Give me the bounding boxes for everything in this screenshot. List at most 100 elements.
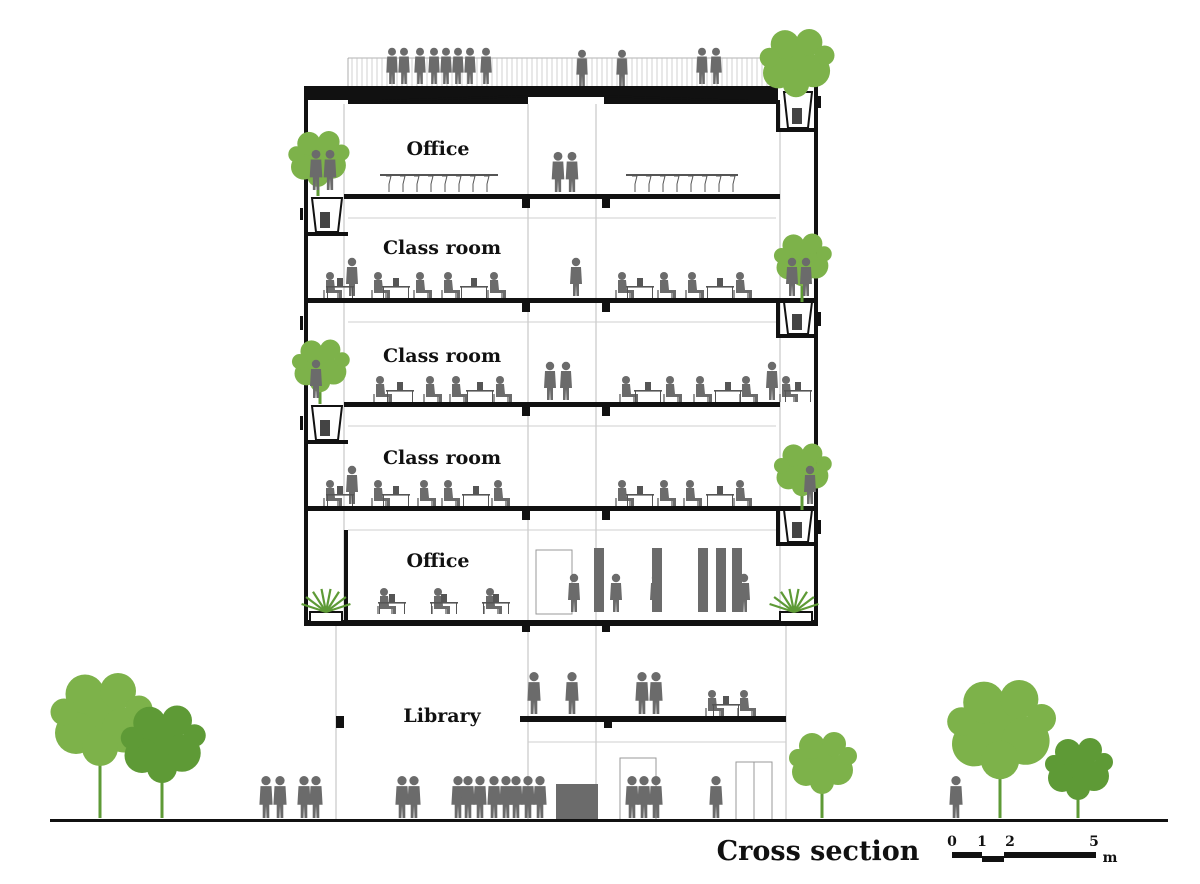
person-silhouette	[625, 775, 639, 818]
scale-tick-0: 0	[947, 834, 957, 850]
floor-slabs	[304, 100, 818, 728]
floor-label-library: Library	[403, 705, 481, 727]
trees	[50, 29, 1113, 818]
person-silhouette	[473, 775, 487, 818]
floor-label-office-1: Office	[406, 550, 469, 572]
seated-person	[371, 479, 391, 507]
tree-canopy	[773, 443, 832, 497]
person-silhouette	[610, 573, 622, 612]
ground-line	[50, 819, 1168, 822]
person-silhouette	[527, 671, 541, 714]
floor-label-classroom-3: Class room	[383, 345, 501, 367]
palm-frond	[773, 596, 795, 613]
floor-label-classroom-4: Class room	[383, 237, 501, 259]
floor-label-roof-office: Office	[406, 138, 469, 160]
palm-frond	[305, 596, 327, 613]
desk	[466, 382, 494, 402]
person-silhouette	[565, 671, 579, 714]
diagram-title: Cross section	[717, 836, 920, 867]
tree-canopy	[1045, 738, 1113, 800]
desk	[460, 278, 488, 298]
desk	[634, 382, 662, 402]
seated-person	[449, 375, 469, 403]
scale-unit: m	[1103, 850, 1118, 866]
seated-person	[423, 375, 443, 403]
seated-person	[657, 271, 677, 299]
person-silhouette	[635, 671, 649, 714]
person-silhouette	[509, 775, 523, 818]
person-silhouette	[414, 47, 426, 84]
seated-person	[615, 271, 635, 299]
person-silhouette	[565, 151, 579, 192]
person-silhouette	[544, 361, 556, 400]
tree-trunk	[800, 486, 804, 510]
desk	[714, 382, 742, 402]
palm-frond	[325, 591, 340, 613]
desk	[706, 278, 734, 298]
person-silhouette	[649, 671, 663, 714]
person-silhouette	[259, 775, 273, 818]
seated-person	[441, 271, 461, 299]
person-silhouette	[533, 775, 547, 818]
palm-frond	[792, 588, 800, 613]
person-silhouette	[464, 47, 476, 84]
palm-frond	[312, 591, 327, 613]
reception-desk	[556, 784, 598, 820]
palm-frond	[793, 602, 819, 614]
seated-person	[413, 271, 433, 299]
bookshelves	[594, 548, 742, 612]
palm-frond	[325, 596, 347, 613]
seated-person	[685, 271, 705, 299]
person-silhouette	[560, 361, 572, 400]
person-silhouette	[766, 361, 778, 400]
tree-trunk	[800, 276, 804, 302]
seated-person	[615, 479, 635, 507]
palm-frond	[769, 602, 795, 614]
seated-person	[693, 375, 713, 403]
person-silhouette	[709, 775, 723, 818]
palm-frond	[324, 588, 332, 613]
people-silhouettes	[259, 47, 963, 818]
palm-frond	[325, 602, 351, 614]
tree-trunk	[98, 748, 102, 818]
person-silhouette	[551, 151, 565, 192]
person-silhouette	[273, 775, 287, 818]
tree-trunk	[318, 382, 322, 404]
scale-bar: 0 1 2 5 m	[947, 834, 1117, 866]
person-silhouette	[398, 47, 410, 84]
seated-person	[491, 479, 511, 507]
seated-person	[417, 479, 437, 507]
seated-person	[683, 479, 703, 507]
palm-frond	[793, 591, 808, 613]
seated-person	[487, 271, 507, 299]
seated-person	[663, 375, 683, 403]
palm-frond	[780, 591, 795, 613]
furniture	[326, 174, 812, 716]
person-silhouette	[461, 775, 475, 818]
seated-person	[733, 271, 753, 299]
building-structure	[300, 57, 821, 821]
tree-trunk	[820, 782, 824, 818]
tree-trunk	[160, 768, 164, 818]
scale-tick-5: 5	[1089, 834, 1099, 850]
person-silhouette	[297, 775, 311, 818]
tree-trunk	[1076, 788, 1080, 818]
seated-person	[441, 479, 461, 507]
palm-frond	[793, 596, 815, 613]
person-silhouette	[637, 775, 651, 818]
tree-trunk	[998, 760, 1002, 818]
seated-person	[373, 375, 393, 403]
conference-table	[380, 174, 498, 176]
person-silhouette	[309, 775, 323, 818]
desk	[706, 486, 734, 506]
person-silhouette	[949, 775, 963, 818]
seated-person	[733, 479, 753, 507]
person-silhouette	[568, 573, 580, 612]
conference-table	[626, 174, 738, 176]
tree-canopy	[947, 680, 1056, 780]
seated-person	[657, 479, 677, 507]
floor-label-classroom-2: Class room	[383, 447, 501, 469]
seated-person	[705, 689, 725, 717]
person-silhouette	[570, 257, 582, 296]
person-silhouette	[487, 775, 501, 818]
